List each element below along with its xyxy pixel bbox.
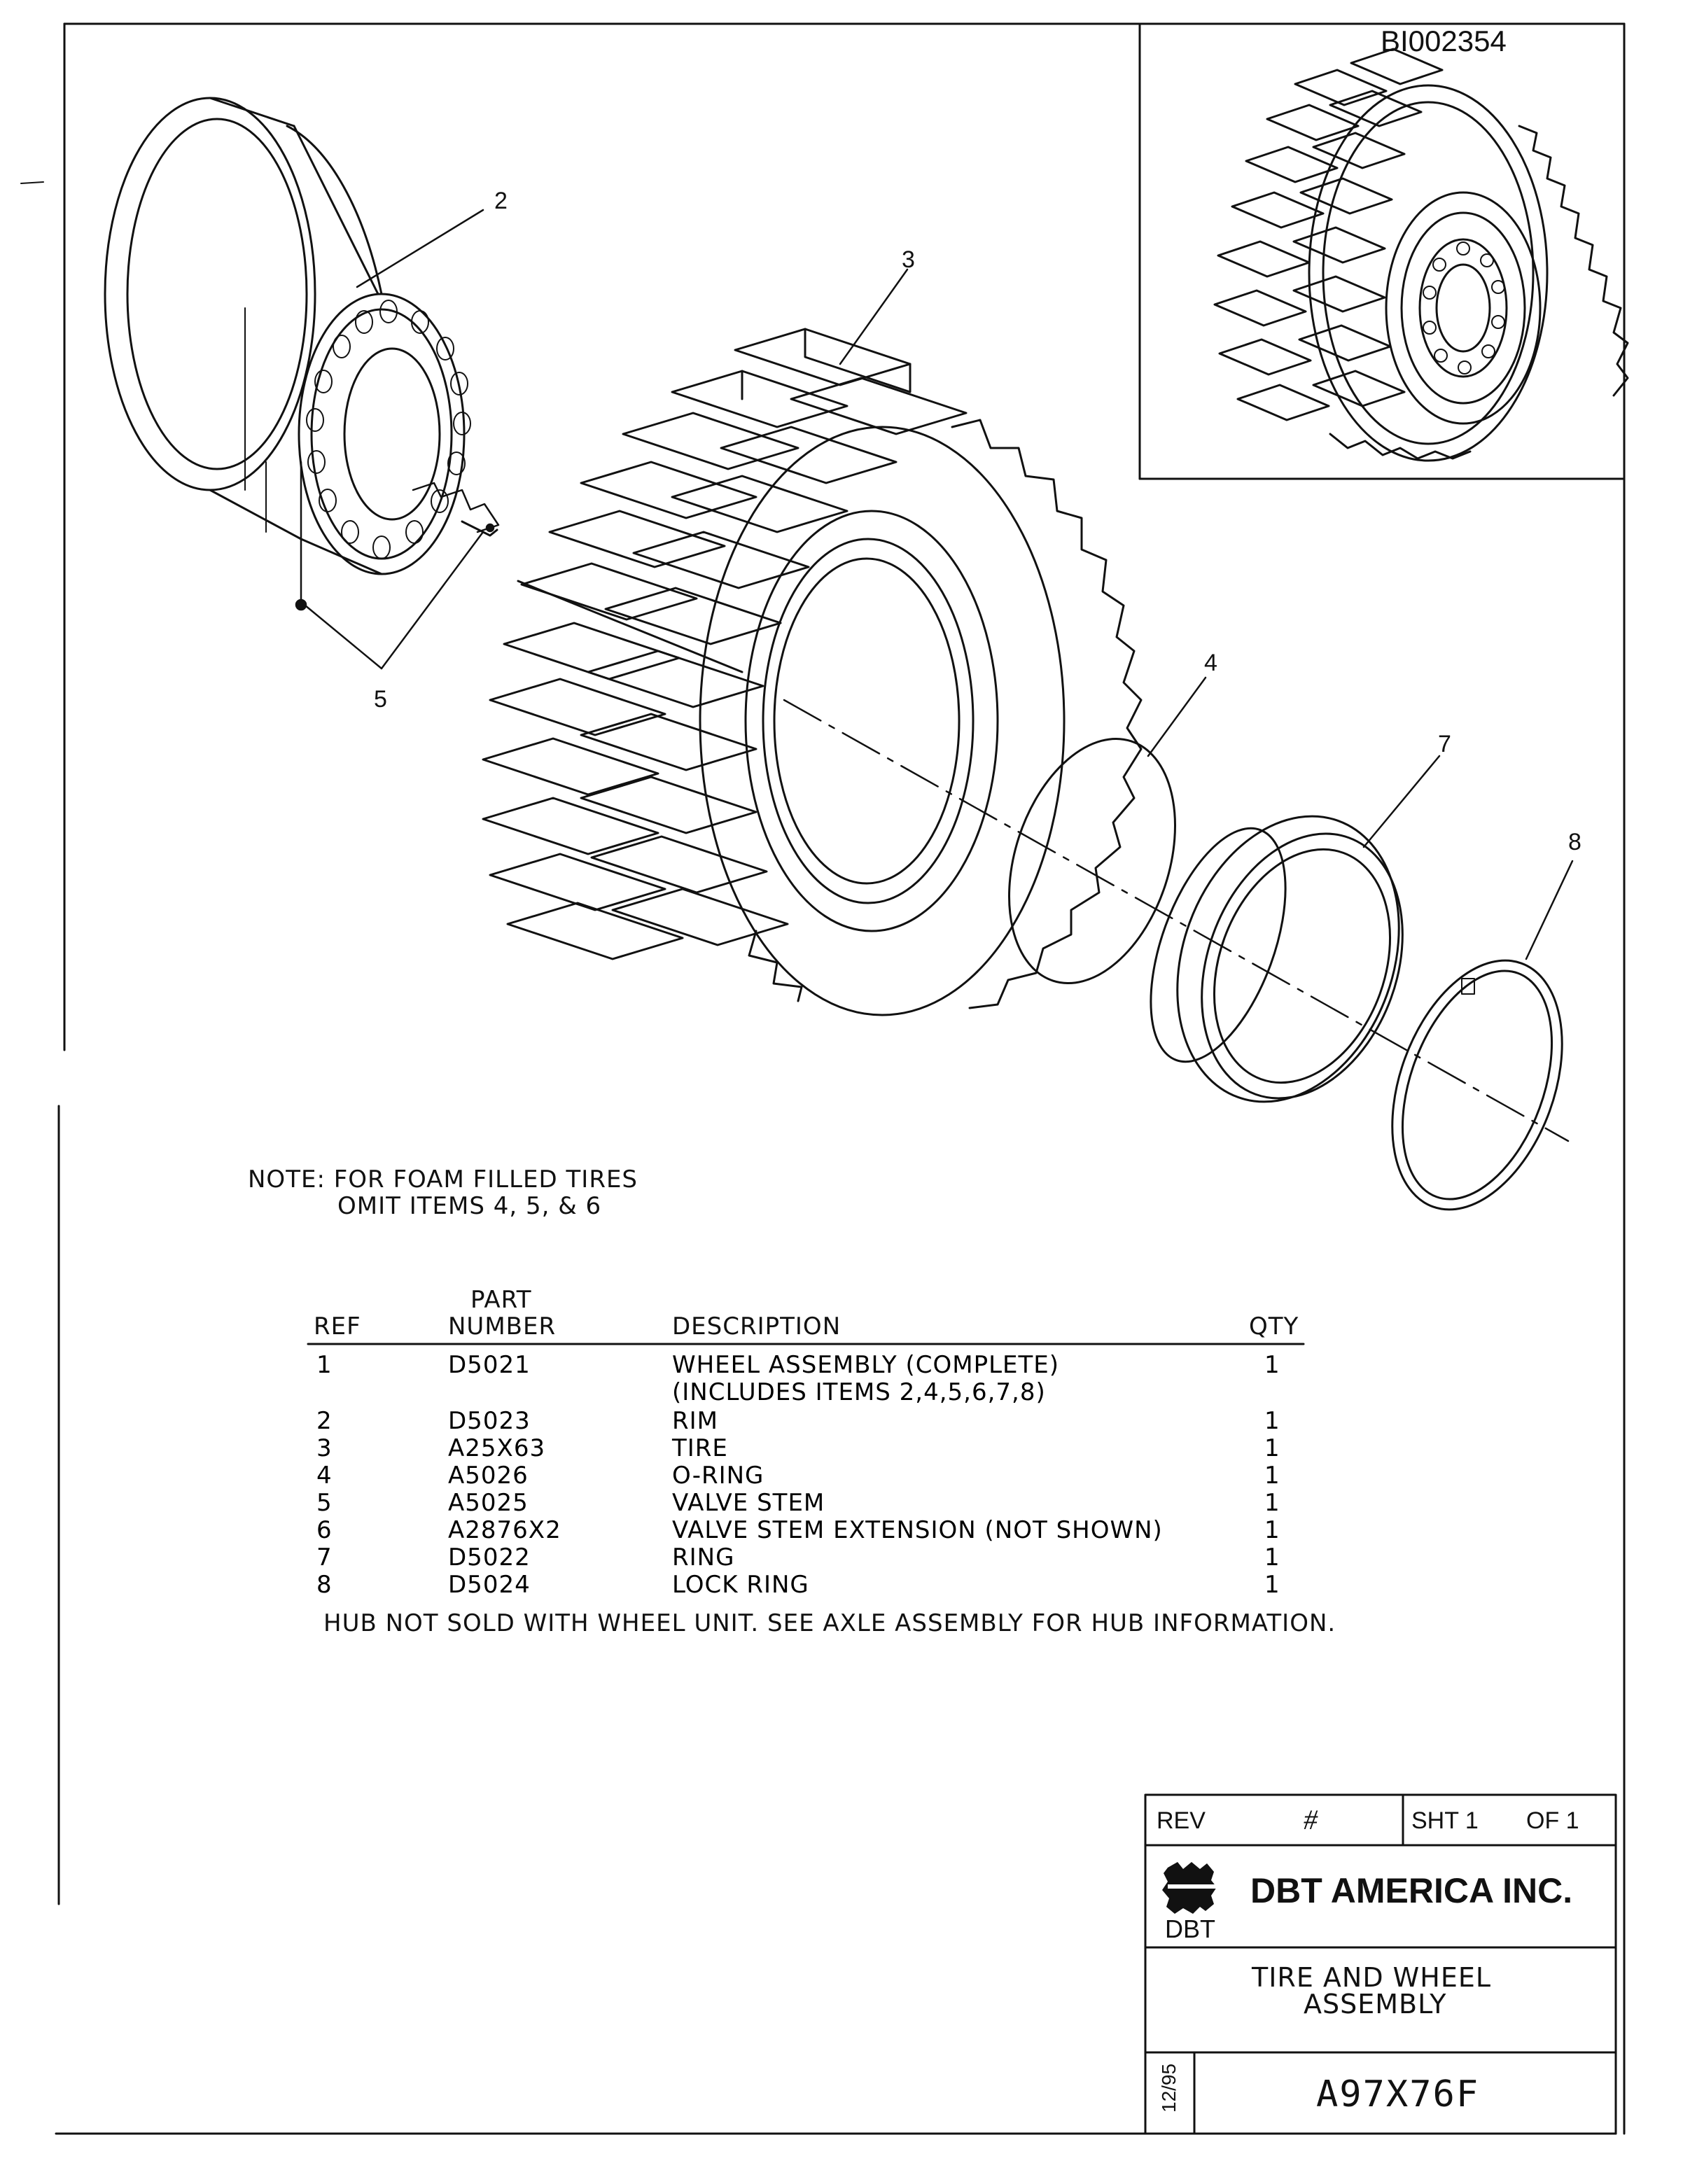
- dbt-logo-icon: [1162, 1862, 1224, 1914]
- row-part-number-cell: A2876X2: [448, 1516, 561, 1544]
- row-description-cell: RING: [672, 1544, 735, 1572]
- header-description: DESCRIPTION: [672, 1312, 842, 1340]
- table-row: 8 D5024 LOCK RING 1: [308, 1571, 1302, 1599]
- callout-8: 8: [1568, 829, 1581, 855]
- revision-date: 12/95: [1158, 2063, 1180, 2113]
- row-description-cell: WHEEL ASSEMBLY (COMPLETE): [672, 1351, 1060, 1379]
- header-ref: REF: [314, 1312, 361, 1340]
- table-row: 7 D5022 RING 1: [308, 1544, 1302, 1572]
- row-ref-cell: 3: [316, 1434, 333, 1462]
- row-description-cell: LOCK RING: [672, 1571, 809, 1599]
- row-qty-cell: 1: [1264, 1571, 1280, 1599]
- drawing-title-line-2: ASSEMBLY: [1304, 1989, 1447, 2019]
- table-row: 1 D5021 WHEEL ASSEMBLY (COMPLETE) 1: [308, 1351, 1302, 1379]
- header-part-line2: NUMBER: [448, 1312, 557, 1340]
- callout-3: 3: [902, 246, 915, 273]
- lock-ring-drawing: [1391, 959, 1563, 1211]
- table-row: 2 D5023 RIM 1: [308, 1407, 1302, 1435]
- header-part-line1: PART: [470, 1286, 532, 1314]
- row-qty-cell: 1: [1264, 1489, 1280, 1517]
- row-description-cell: VALVE STEM: [672, 1489, 825, 1517]
- drawing-title-line-1: TIRE AND WHEEL: [1252, 1962, 1492, 1993]
- rim-drawing: [104, 97, 500, 575]
- row-description-cell: (INCLUDES ITEMS 2,4,5,6,7,8): [672, 1378, 1046, 1406]
- callout-4: 4: [1204, 650, 1217, 676]
- table-row: 6 A2876X2 VALVE STEM EXTENSION (NOT SHOWN)…: [308, 1516, 1302, 1544]
- row-qty-cell: 1: [1264, 1544, 1280, 1572]
- row-description-cell: TIRE: [672, 1434, 728, 1462]
- row-part-number-cell: A5026: [448, 1462, 529, 1490]
- center-axis-line: [783, 699, 1570, 1142]
- table-row: 4 A5026 O-RING 1: [308, 1462, 1302, 1490]
- row-part-number-cell: D5024: [448, 1571, 531, 1599]
- callout-2: 2: [494, 188, 508, 214]
- row-part-number-cell: D5022: [448, 1544, 531, 1572]
- table-row: (INCLUDES ITEMS 2,4,5,6,7,8): [308, 1378, 1302, 1406]
- o-ring-drawing: [1008, 737, 1176, 985]
- tire-drawing: [482, 328, 1143, 1016]
- row-description-cell: O-RING: [672, 1462, 764, 1490]
- note-line-2: OMIT ITEMS 4, 5, & 6: [337, 1192, 602, 1220]
- leader-lines: [295, 209, 1574, 960]
- row-part-number-cell: A25X63: [448, 1434, 546, 1462]
- sheet-border: [20, 22, 1626, 2135]
- row-ref-cell: 1: [316, 1351, 333, 1379]
- rev-number-label: #: [1304, 1804, 1318, 1835]
- drawing-id: BI002354: [1381, 24, 1507, 57]
- row-ref-cell: 8: [316, 1571, 333, 1599]
- parts-table-header: REF PART NUMBER DESCRIPTION QTY: [308, 1280, 1302, 1344]
- inset-assembled-wheel-drawing: [1213, 48, 1629, 462]
- row-description-cell: VALVE STEM EXTENSION (NOT SHOWN): [672, 1516, 1163, 1544]
- title-block-frame: [1144, 1793, 1617, 2135]
- sheet-label: SHT 1: [1411, 1807, 1479, 1834]
- row-part-number-cell: A5025: [448, 1489, 529, 1517]
- table-row: 3 A25X63 TIRE 1: [308, 1434, 1302, 1462]
- inset-frame: [1138, 24, 1624, 480]
- row-ref-cell: 2: [316, 1407, 333, 1435]
- row-qty-cell: 1: [1264, 1434, 1280, 1462]
- row-ref-cell: 5: [316, 1489, 333, 1517]
- ring-drawing: [1150, 815, 1404, 1103]
- row-part-number-cell: D5023: [448, 1407, 531, 1435]
- logo-text: DBT: [1165, 1914, 1215, 1943]
- row-ref-cell: 7: [316, 1544, 333, 1572]
- header-qty: QTY: [1249, 1312, 1299, 1340]
- hub-footnote: HUB NOT SOLD WITH WHEEL UNIT. SEE AXLE A…: [323, 1609, 1336, 1637]
- table-row: 5 A5025 VALVE STEM 1: [308, 1489, 1302, 1517]
- row-qty-cell: 1: [1264, 1407, 1280, 1435]
- row-part-number-cell: D5021: [448, 1351, 531, 1379]
- drawing-number: A97X76F: [1316, 2073, 1480, 2115]
- row-ref-cell: 6: [316, 1516, 333, 1544]
- row-qty-cell: 1: [1264, 1351, 1280, 1379]
- company-name: DBT AMERICA INC.: [1250, 1871, 1573, 1910]
- callout-5: 5: [374, 686, 387, 713]
- sheet-of-label: OF 1: [1526, 1807, 1579, 1834]
- row-ref-cell: 4: [316, 1462, 333, 1490]
- row-qty-cell: 1: [1264, 1516, 1280, 1544]
- row-description-cell: RIM: [672, 1407, 718, 1435]
- note-line-1: NOTE: FOR FOAM FILLED TIRES: [248, 1166, 638, 1194]
- callout-7: 7: [1438, 731, 1451, 757]
- row-qty-cell: 1: [1264, 1462, 1280, 1490]
- rev-label: REV: [1157, 1807, 1206, 1834]
